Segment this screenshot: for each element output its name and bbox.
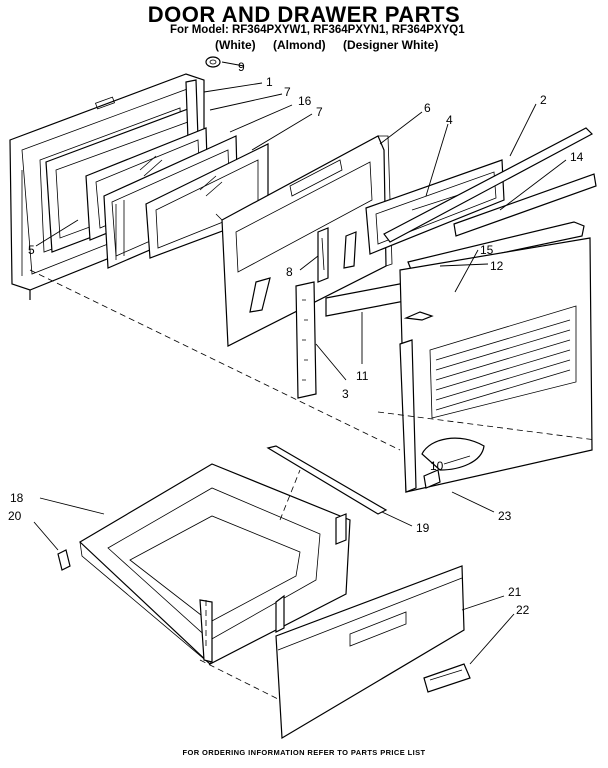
callout-3: 3 — [342, 387, 349, 401]
callout-2: 2 — [540, 93, 547, 107]
callout-20: 20 — [8, 509, 22, 523]
model-list: For Model: RF364PXYW1, RF364PXYN1, RF364… — [170, 24, 465, 36]
variant-white: (White) — [215, 38, 256, 52]
callout-11: 11 — [356, 369, 369, 383]
page-title: DOOR AND DRAWER PARTS — [147, 2, 461, 27]
callout-15: 15 — [480, 243, 494, 257]
part-9-screw — [205, 56, 245, 68]
callout-23: 23 — [498, 509, 512, 523]
callout-1: 1 — [266, 75, 273, 89]
callout-18: 18 — [10, 491, 24, 505]
callout-12: 12 — [490, 259, 504, 273]
callout-7-lower: 7 — [316, 105, 323, 119]
callout-7-upper: 7 — [284, 85, 291, 99]
color-variants: (White) (Almond) (Designer White) — [215, 38, 452, 52]
part-18-drawer-body — [79, 463, 351, 665]
alignment-lines-drawer — [199, 469, 301, 701]
callout-21: 21 — [508, 585, 522, 599]
callout-labels: 9 1 7 16 7 6 4 2 14 15 12 5 8 11 3 10 23… — [8, 60, 584, 617]
callout-9: 9 — [238, 60, 245, 74]
leader-lines — [33, 82, 567, 665]
callout-14: 14 — [570, 150, 584, 164]
part-19-slide-rail — [266, 445, 388, 515]
part-8-hinge-bracket — [317, 227, 329, 283]
part-10-latch — [421, 437, 485, 489]
part-2-top-trim — [383, 127, 593, 243]
part-22-drawer-handle — [423, 663, 471, 693]
callout-6: 6 — [424, 101, 431, 115]
callout-5: 5 — [28, 243, 35, 257]
callout-8: 8 — [286, 265, 293, 279]
part-3-insulation — [295, 281, 317, 399]
part-20-glide — [57, 549, 71, 571]
part-21-drawer-front — [275, 565, 465, 740]
callout-4: 4 — [446, 113, 453, 127]
part-14-vent-trim — [453, 173, 597, 237]
callout-10: 10 — [430, 459, 444, 473]
alignment-lines-door — [29, 269, 597, 451]
callout-16: 16 — [298, 94, 312, 108]
variant-almond: (Almond) — [273, 38, 326, 52]
ordering-note: FOR ORDERING INFORMATION REFER TO PARTS … — [182, 748, 426, 757]
callout-19: 19 — [416, 521, 430, 535]
callout-22: 22 — [516, 603, 530, 617]
variant-designer-white: (Designer White) — [343, 38, 439, 52]
